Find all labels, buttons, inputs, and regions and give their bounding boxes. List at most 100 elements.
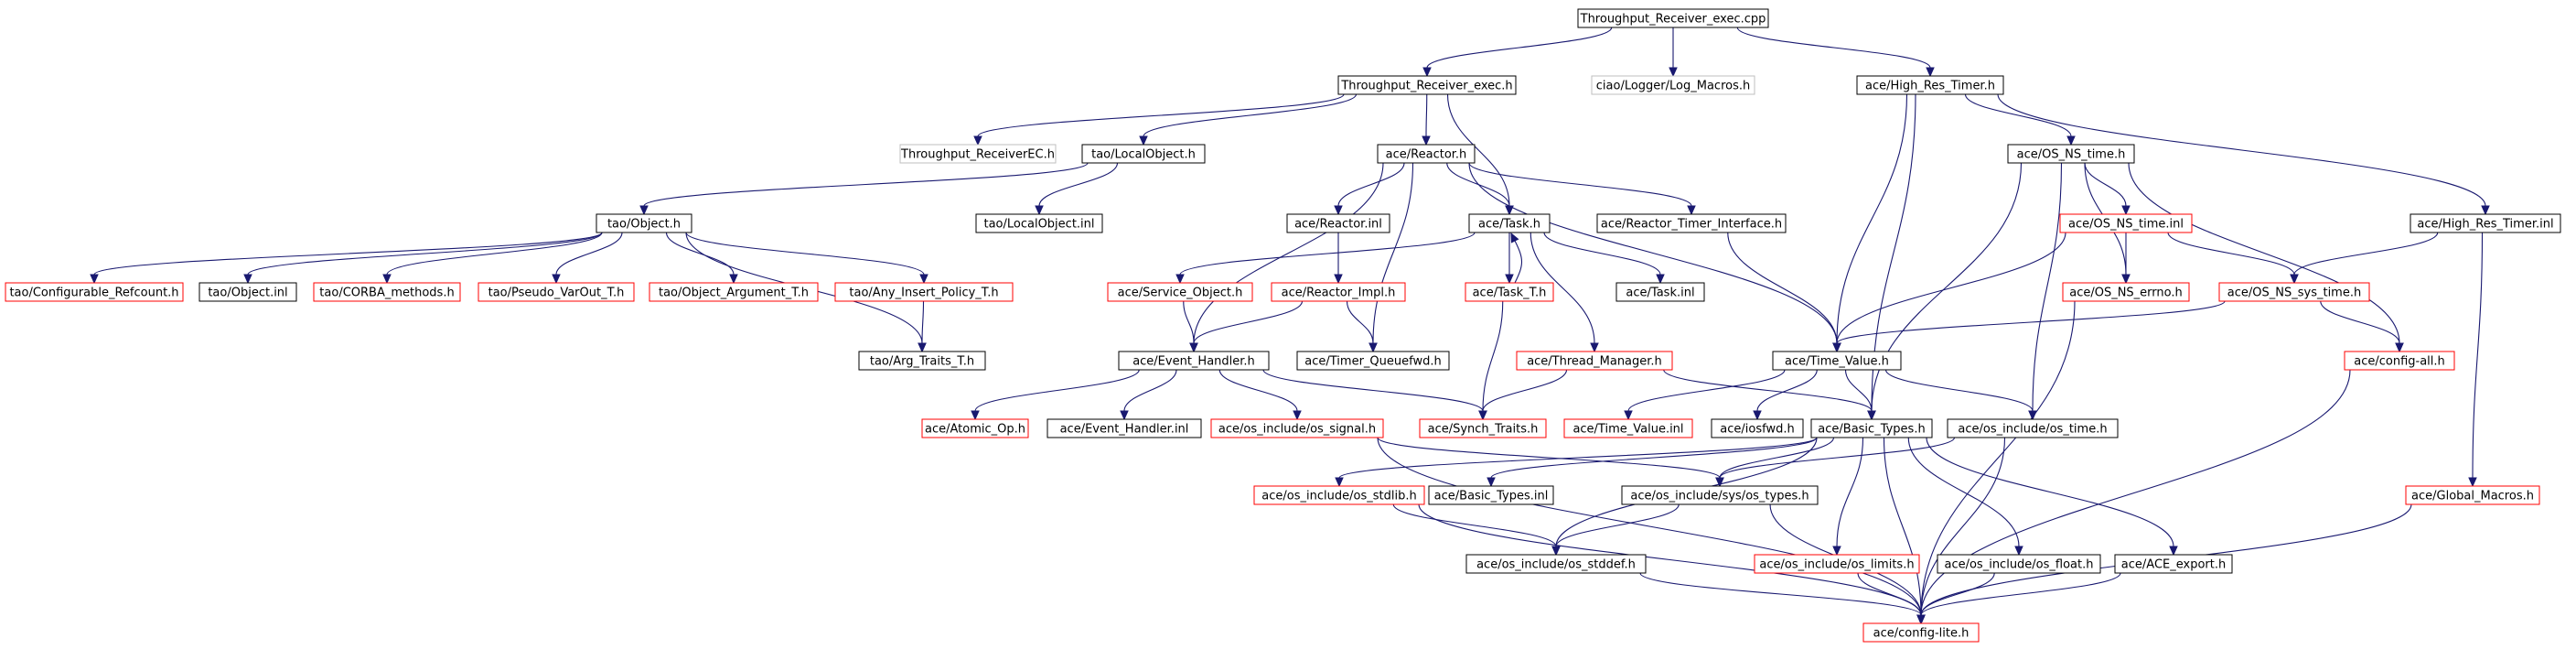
edge-recv_exec_h-to-recv_ec — [977, 93, 1345, 137]
svg-text:ace/os_include/sys/os_types.h: ace/os_include/sys/os_types.h — [1630, 490, 1809, 503]
node-ace-export-h[interactable]: ace/ACE_export.h — [2114, 554, 2233, 574]
svg-text:ace/os_include/os_limits.h: ace/os_include/os_limits.h — [1759, 558, 1914, 572]
svg-text:tao/LocalObject.inl: tao/LocalObject.inl — [983, 218, 1094, 232]
node-global-macros-h[interactable]: ace/Global_Macros.h — [2405, 485, 2540, 505]
node-task-t-h[interactable]: ace/Task_T.h — [1465, 282, 1554, 302]
node-reactor-inl[interactable]: ace/Reactor.inl — [1286, 213, 1390, 233]
edge-time_value_h-to-basic_types_h — [1844, 369, 1873, 412]
arrowhead-localobj_h-to-object_h — [639, 205, 649, 216]
edge-recv_exec_h-to-task_h — [1446, 93, 1510, 207]
arrowhead-localobj_h-to-localobj_inl — [1035, 205, 1044, 216]
edge-os_time-to-sys_types — [1719, 437, 1956, 479]
node-high-res-timer-inl[interactable]: ace/High_Res_Timer.inl — [2410, 213, 2561, 233]
arrowhead-object_h-to-pseudo_varout — [552, 274, 561, 285]
edge-basic_types_h-to-config_lite — [1883, 437, 1922, 616]
node-os-limits-h[interactable]: ace/os_include/os_limits.h — [1754, 554, 1920, 574]
node-os-ns-time-inl[interactable]: ace/OS_NS_time.inl — [2059, 213, 2193, 233]
edge-os_stddef-to-config_lite — [1639, 572, 1922, 616]
node-object-argument-t-h[interactable]: tao/Object_Argument_T.h — [649, 282, 819, 302]
svg-text:ace/ACE_export.h: ace/ACE_export.h — [2121, 558, 2226, 572]
node-os-float-h[interactable]: ace/os_include/os_float.h — [1937, 554, 2101, 574]
node-localobject-h[interactable]: tao/LocalObject.h — [1081, 144, 1206, 164]
edge-os_ns_time_h-to-os_time — [2032, 162, 2063, 412]
node-configurable-refcount-h[interactable]: tao/Configurable_Refcount.h — [5, 282, 184, 302]
node-pseudo-varout-t-h[interactable]: tao/Pseudo_VarOut_T.h — [478, 282, 635, 302]
node-event-handler-h[interactable]: ace/Event_Handler.h — [1118, 351, 1270, 371]
node-localobject-inl[interactable]: tao/LocalObject.inl — [975, 213, 1103, 233]
node-object-inl[interactable]: tao/Object.inl — [199, 282, 297, 302]
svg-text:ace/os_include/os_signal.h: ace/os_include/os_signal.h — [1218, 423, 1376, 437]
node-task-inl[interactable]: ace/Task.inl — [1615, 282, 1705, 302]
edge-object_h-to-object_arg — [665, 232, 735, 276]
svg-text:ace/Time_Value.h: ace/Time_Value.h — [1785, 355, 1889, 369]
arrowhead-event_handler-to-eh_inl — [1120, 410, 1129, 421]
node-config-all-h[interactable]: ace/config-all.h — [2344, 351, 2455, 371]
node-throughput-receiverec-h[interactable]: Throughput_ReceiverEC.h — [899, 144, 1057, 164]
arrowhead-time_value_h-to-os_time — [2028, 410, 2037, 421]
edge-os_signal-to-config_lite — [1377, 437, 1922, 616]
edge-event_handler-to-eh_inl — [1123, 369, 1177, 412]
node-synch-traits-h[interactable]: ace/Synch_Traits.h — [1419, 418, 1547, 438]
node-os-stdlib-h[interactable]: ace/os_include/os_stdlib.h — [1253, 485, 1425, 505]
node-time-value-inl[interactable]: ace/Time_Value.inl — [1563, 418, 1693, 438]
edge-reactor_h-to-time_value_h — [1468, 162, 1838, 344]
node-throughput-receiver-exec-cpp[interactable]: Throughput_Receiver_exec.cpp — [1577, 8, 1769, 28]
node-reactor-h[interactable]: ace/Reactor.h — [1377, 144, 1476, 164]
node-high-res-timer-h[interactable]: ace/High_Res_Timer.h — [1856, 75, 2004, 95]
node-any-insert-policy-t-h[interactable]: tao/Any_Insert_Policy_T.h — [834, 282, 1014, 302]
edge-recv_exec_h-to-localobj_h — [1143, 93, 1358, 137]
edge-os_ns_sys_time-to-config_all — [2320, 300, 2400, 344]
node-object-h[interactable]: tao/Object.h — [596, 213, 692, 233]
svg-text:tao/Arg_Traits_T.h: tao/Arg_Traits_T.h — [870, 355, 974, 369]
node-basic-types-h[interactable]: ace/Basic_Types.h — [1810, 418, 1933, 438]
node-sys-os-types-h[interactable]: ace/os_include/sys/os_types.h — [1621, 485, 1819, 505]
arrowhead-event_handler-to-atomic_op — [971, 410, 980, 421]
edge-task_h-to-task_inl — [1543, 232, 1661, 276]
node-os-ns-errno-h[interactable]: ace/OS_NS_errno.h — [2062, 282, 2190, 302]
arrowhead-os_ns_time_h-to-os_ns_time_inl — [2121, 205, 2131, 216]
node-service-object-h[interactable]: ace/Service_Object.h — [1107, 282, 1253, 302]
node-os-signal-h[interactable]: ace/os_include/os_signal.h — [1210, 418, 1384, 438]
arrowhead-os_ns_time_inl-to-os_ns_errno — [2121, 274, 2131, 285]
edge-os_time-to-config_lite — [1920, 437, 2006, 616]
svg-text:ace/os_include/os_float.h: ace/os_include/os_float.h — [1944, 558, 2093, 572]
node-time-value-h[interactable]: ace/Time_Value.h — [1772, 351, 1902, 371]
arrowhead-os_ns_sys_time-to-time_value_h — [1832, 342, 1841, 353]
edge-root-to-recv_exec_h — [1426, 27, 1613, 69]
node-timer-queuefwd-h[interactable]: ace/Timer_Queuefwd.h — [1296, 351, 1450, 371]
edge-time_value_h-to-time_value_inl — [1627, 369, 1786, 412]
node-corba-methods-h[interactable]: tao/CORBA_methods.h — [313, 282, 461, 302]
node-config-lite-h[interactable]: ace/config-lite.h — [1862, 622, 1980, 643]
edge-localobj_h-to-object_h — [643, 162, 1089, 207]
edge-hrt_inl-to-global_macros — [2472, 232, 2484, 479]
svg-text:tao/Object.h: tao/Object.h — [607, 218, 681, 232]
svg-text:ace/Basic_Types.inl: ace/Basic_Types.inl — [1434, 490, 1549, 503]
node-os-ns-sys-time-h[interactable]: ace/OS_NS_sys_time.h — [2218, 282, 2370, 302]
node-log-macros-h[interactable]: ciao/Logger/Log_Macros.h — [1591, 75, 1755, 95]
edge-time_value_h-to-iosfwd — [1756, 369, 1818, 412]
node-atomic-op-h[interactable]: ace/Atomic_Op.h — [921, 418, 1029, 438]
node-os-ns-time-h[interactable]: ace/OS_NS_time.h — [2007, 144, 2135, 164]
node-throughput-receiver-exec-h[interactable]: Throughput_Receiver_exec.h — [1337, 75, 1517, 95]
node-thread-manager-h[interactable]: ace/Thread_Manager.h — [1516, 351, 1673, 371]
arrowhead-root-to-hrt_h — [1926, 67, 1935, 78]
svg-text:ace/Time_Value.inl: ace/Time_Value.inl — [1572, 423, 1683, 437]
edge-reactor_impl-to-event_handler — [1193, 300, 1304, 344]
node-task-h[interactable]: ace/Task.h — [1468, 213, 1551, 233]
edge-service_obj-to-event_handler — [1183, 300, 1195, 344]
node-reactor-timer-interface-h[interactable]: ace/Reactor_Timer_Interface.h — [1596, 213, 1787, 233]
arrowhead-object_h-to-any_insert — [919, 274, 928, 285]
node-arg-traits-t-h[interactable]: tao/Arg_Traits_T.h — [858, 351, 986, 371]
node-iosfwd-h[interactable]: ace/iosfwd.h — [1711, 418, 1804, 438]
svg-text:ace/os_include/os_stdlib.h: ace/os_include/os_stdlib.h — [1261, 490, 1416, 503]
node-reactor-impl-h[interactable]: ace/Reactor_Impl.h — [1271, 282, 1406, 302]
edge-task_t-to-synch_traits — [1482, 300, 1504, 412]
node-os-time-h[interactable]: ace/os_include/os_time.h — [1947, 418, 2119, 438]
node-basic-types-inl[interactable]: ace/Basic_Types.inl — [1428, 485, 1554, 505]
node-os-stddef-h[interactable]: ace/os_include/os_stddef.h — [1465, 554, 1647, 574]
node-event-handler-inl[interactable]: ace/Event_Handler.inl — [1046, 418, 1202, 438]
arrowhead-task_h-to-service_obj — [1175, 274, 1185, 285]
edge-basic_types_h-to-os_float — [1907, 437, 2020, 547]
arrowhead-os_ns_errno-to-config_lite — [1916, 614, 1926, 625]
arrowhead-any_insert-to-arg_traits — [918, 342, 927, 353]
